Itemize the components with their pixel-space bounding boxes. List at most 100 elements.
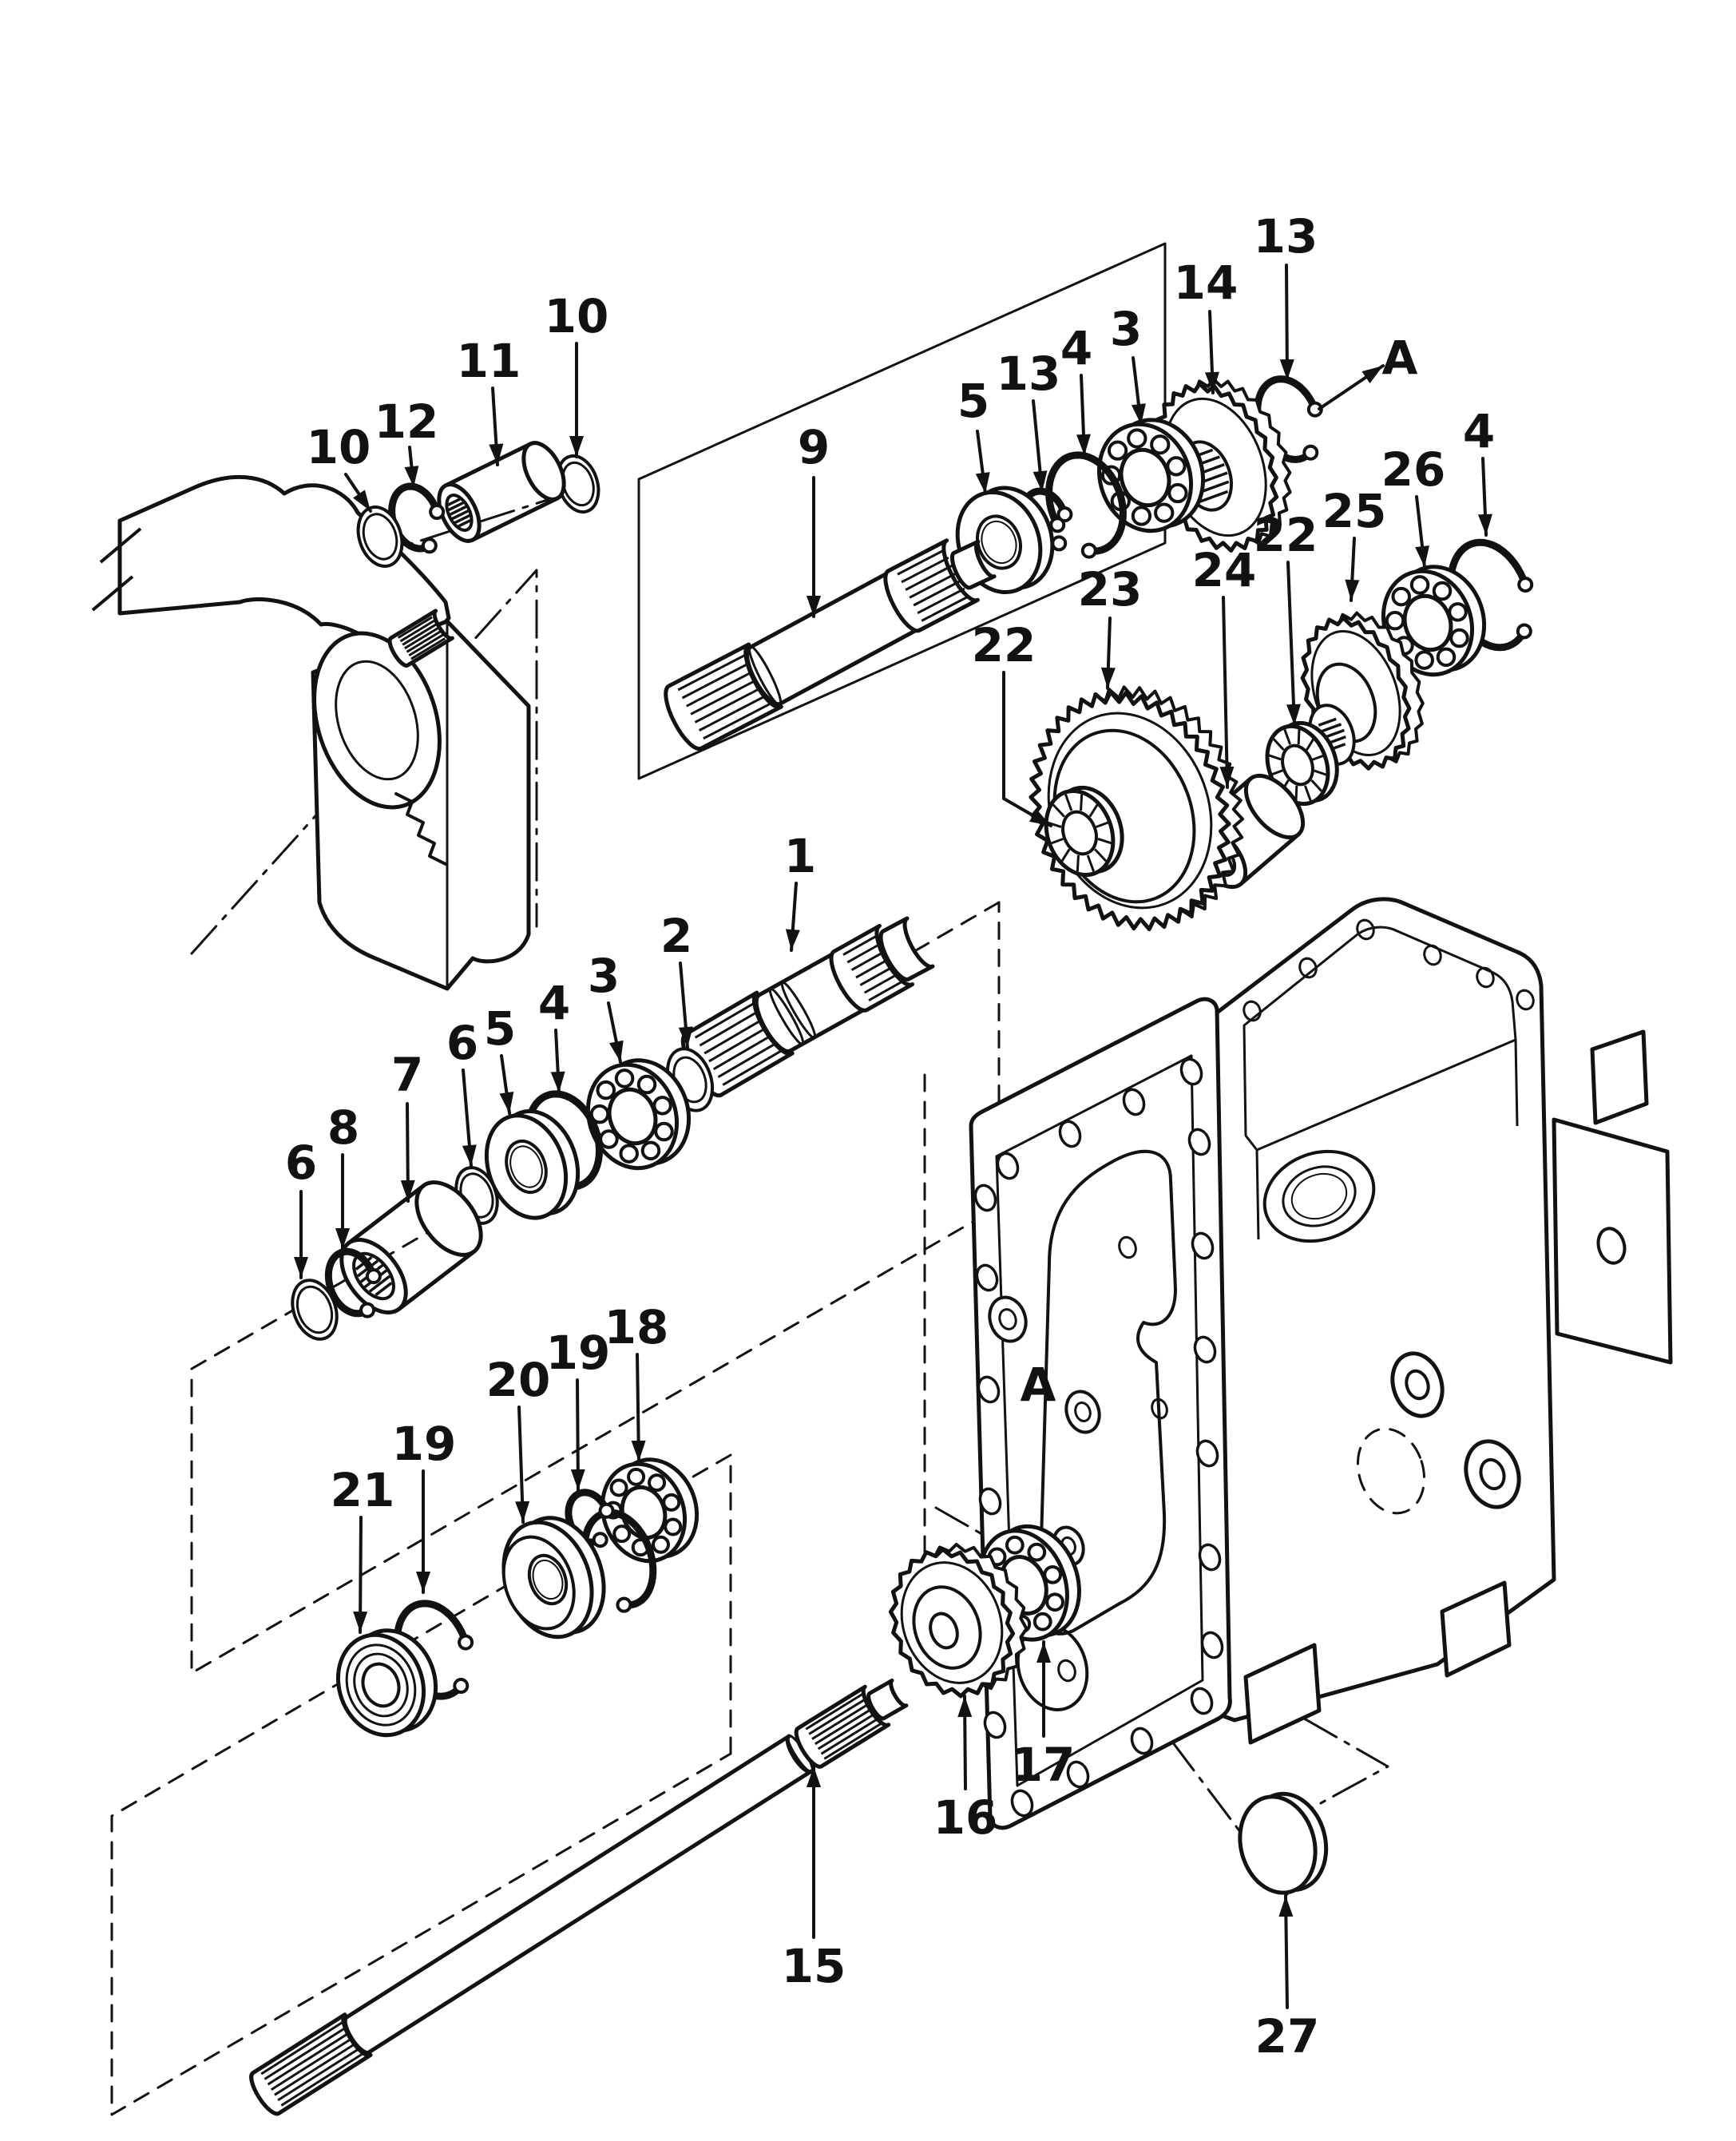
- callout-label-5: 5: [484, 1001, 516, 1056]
- case-top-bolt-3: [1356, 918, 1375, 941]
- pto-stub-shaft-spline: [399, 619, 435, 643]
- case-top-bolt-6: [1516, 989, 1535, 1011]
- case-right-flange: [1552, 1117, 1673, 1365]
- callout-label-4: 4: [1060, 321, 1092, 375]
- shaft-15-spline-left-spline: [274, 2042, 357, 2096]
- callout-A-arrowhead: [1361, 366, 1383, 384]
- washer-5-mid-bore: [505, 1139, 548, 1195]
- bushing-11-spline: [449, 505, 467, 516]
- bushing-11-spline: [454, 513, 471, 525]
- shaft-15-spline-band-spline: [823, 1723, 882, 1760]
- shaft-15-tip: [866, 1678, 909, 1721]
- callout-21-arrowhead: [353, 1611, 368, 1632]
- callout-label-20: 20: [486, 1353, 551, 1407]
- ring-6-left-inner: [295, 1285, 334, 1334]
- bearing-17-ball: [1027, 1542, 1047, 1562]
- bushing-11-spline: [458, 519, 471, 528]
- callout-11-arrowhead: [489, 443, 504, 465]
- bearing-3b-ball: [652, 1096, 672, 1116]
- pto-stub-shaft-spline: [402, 623, 438, 646]
- snap-ring-13a-lug: [1302, 444, 1319, 461]
- pto-stub-shaft-spline: [404, 626, 439, 650]
- washer-5-top-bore-edge: [981, 520, 1017, 565]
- callout-3-arrowhead: [609, 1040, 624, 1062]
- case-top-bolt-2: [1298, 957, 1318, 979]
- snap-ring-19l-lug: [458, 1634, 474, 1651]
- callout-5-arrowhead: [975, 472, 990, 494]
- callout-label-6: 6: [446, 1016, 478, 1070]
- shaft-9-tip: [949, 539, 997, 590]
- bearing-21-race: [361, 1662, 401, 1708]
- bearing-21: [335, 1632, 426, 1738]
- needle-bearing-22h-roller: [1096, 821, 1109, 828]
- plate-bolt-hole: [1179, 1057, 1203, 1086]
- needle-bearing-22a-roller: [1312, 754, 1324, 761]
- hub-sleeve-25-spline: [1318, 717, 1337, 727]
- snap-ring-8-lug: [365, 1268, 382, 1285]
- needle-bearing-22a-roller: [1297, 729, 1301, 745]
- callout-12-arrowhead: [404, 466, 419, 487]
- roller-bushing-7-spline: [375, 1282, 393, 1297]
- shaft-15-spline-band-spline: [805, 1693, 863, 1731]
- case-top-rim: [1243, 926, 1517, 1152]
- plate-bolt-hole: [1195, 1439, 1219, 1468]
- callout-label-10: 10: [307, 420, 371, 474]
- callout-label-15: 15: [782, 1939, 846, 1993]
- plate-bolt-hole: [977, 1375, 1001, 1404]
- callout-label-8: 8: [327, 1100, 359, 1155]
- bearing-17-ball: [1043, 1564, 1063, 1584]
- bearing-3a-ball: [1154, 502, 1175, 523]
- needle-bearing-22a-roller: [1310, 779, 1323, 792]
- shaft-1-spline-band-spline: [855, 957, 891, 979]
- needle-bearing-22a-roller: [1272, 738, 1285, 751]
- case-top-bolt-5: [1476, 966, 1495, 989]
- callout-label-A: A: [1021, 1358, 1056, 1412]
- callout-10-arrowhead: [569, 436, 584, 457]
- bushing-11-spline: [447, 498, 461, 506]
- plate-bolt-hole: [1058, 1120, 1082, 1148]
- shaft-9-spline-left-spline: [690, 677, 760, 716]
- case-side-boss-1-inner: [1405, 1369, 1430, 1401]
- callout-9-arrowhead: [807, 596, 821, 617]
- snap-ring-8-lug: [359, 1302, 376, 1318]
- shaft-9-spline-left-spline: [694, 685, 764, 724]
- shaft-1-spline-band-spline: [863, 972, 900, 994]
- bearing-3b-ball: [654, 1121, 674, 1142]
- plate-bolt-hole: [1191, 1231, 1215, 1260]
- shaft-15-spline-band-spline: [814, 1707, 872, 1746]
- callout-label-4: 4: [538, 976, 570, 1030]
- washer-20-bore-edge: [532, 1559, 564, 1600]
- case-side-boss-1: [1390, 1351, 1445, 1418]
- callout-17-arrowhead: [1036, 1642, 1051, 1663]
- bearing-3b-ball: [596, 1080, 616, 1100]
- plate-boss-1: [988, 1295, 1028, 1343]
- shaft-15-spline-band-spline: [811, 1703, 870, 1740]
- case-main-bore-inner: [1282, 1165, 1357, 1227]
- callout-2-arrowhead: [678, 1026, 693, 1048]
- bearing-3a-ball: [1166, 456, 1187, 477]
- plate-bolt-hole: [978, 1487, 1002, 1516]
- shaft-9-spline-band-spline: [913, 580, 961, 607]
- plane-shaft15-b: [110, 1581, 732, 2116]
- shaft-1-spline-left-spline: [722, 1049, 784, 1086]
- snap-ring-4b-lug: [1516, 623, 1532, 640]
- ring-10a-inner: [362, 513, 398, 561]
- plate-opening: [1038, 1149, 1177, 1635]
- needle-bearing-22a-roller: [1268, 754, 1282, 761]
- case-hidden-bore: [1356, 1427, 1426, 1515]
- callout-label-24: 24: [1192, 543, 1257, 597]
- shaft-9-groove: [747, 644, 783, 707]
- washer-5-top-bore: [976, 514, 1022, 570]
- bearing-26-ball: [1385, 610, 1405, 631]
- needle-bearing-22h-roller: [1076, 854, 1080, 872]
- callout-label-4: 4: [1463, 404, 1495, 458]
- callout-25-arrowhead: [1345, 579, 1360, 601]
- bearing-17-ball: [1005, 1535, 1025, 1555]
- plate-bolt-hole: [1198, 1543, 1222, 1572]
- callout-label-1: 1: [784, 829, 816, 883]
- callout-label-11: 11: [457, 334, 521, 388]
- callout-23-arrowhead: [1100, 667, 1116, 688]
- shaft-1-spline-band-spline: [842, 934, 878, 956]
- shaft-9-spline-left-spline: [686, 669, 756, 708]
